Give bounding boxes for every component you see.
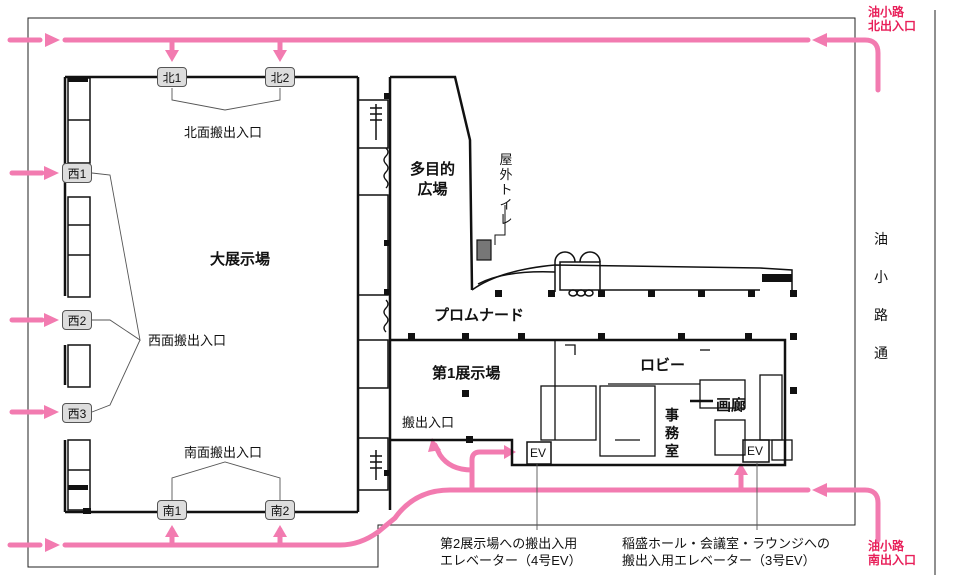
zigzag-upper bbox=[383, 147, 389, 189]
ev-boxes bbox=[526, 439, 770, 465]
gallery-label: 画廊 bbox=[716, 397, 747, 414]
gate-north-1: 北1 bbox=[157, 67, 187, 87]
lobby-label: ロビー bbox=[640, 357, 686, 374]
promenade-structure bbox=[471, 251, 793, 297]
lobby-interior bbox=[540, 340, 793, 461]
south-entrance-label: 南面搬出入口 bbox=[184, 445, 263, 460]
wall-blocks bbox=[68, 77, 797, 514]
ev3-label: EV bbox=[747, 444, 764, 458]
outdoor-toilet-label: 屋外トイレ bbox=[499, 152, 513, 227]
route-arrowheads bbox=[44, 33, 827, 552]
gate-north-2: 北2 bbox=[265, 67, 295, 87]
ev4-label: EV bbox=[530, 446, 547, 460]
main-hall-label: 大展示場 bbox=[210, 251, 271, 268]
north-exit-label: 油小路 北出入口 bbox=[868, 5, 917, 33]
gate-south-1: 南1 bbox=[157, 500, 187, 520]
hall1-label: 第1展示場 bbox=[432, 365, 501, 382]
toilet-leader bbox=[494, 205, 506, 245]
zigzag-lower bbox=[383, 299, 389, 333]
north-entrance-label: 北面搬出入口 bbox=[184, 125, 263, 140]
gate-west-2: 西2 bbox=[62, 310, 92, 330]
ev4-note: 第2展示場への搬出入用 エレベーター（4号EV） bbox=[440, 536, 582, 568]
gate-south-2: 南2 bbox=[265, 500, 295, 520]
gate-west-3: 西3 bbox=[62, 403, 92, 423]
leader-lines bbox=[91, 88, 758, 530]
access-routes bbox=[7, 37, 881, 548]
left-rooms bbox=[67, 77, 91, 511]
loading-entrance-label: 搬出入口 bbox=[402, 415, 455, 430]
service-cores bbox=[357, 99, 389, 491]
office-label: 事務室 bbox=[665, 407, 679, 459]
gate-west-1: 西1 bbox=[62, 163, 92, 183]
ev3-note: 稲盛ホール・会議室・ラウンジへの 搬出入用エレベーター（3号EV） bbox=[622, 536, 831, 568]
multi-plaza-label: 多目的 広場 bbox=[410, 161, 456, 198]
street-label: 油小路通 bbox=[874, 231, 888, 361]
toilet-box bbox=[476, 239, 492, 261]
promenade-label: プロムナード bbox=[434, 307, 525, 324]
west-entrance-label: 西面搬出入口 bbox=[148, 333, 227, 348]
site-boundary bbox=[27, 17, 856, 568]
south-exit-label: 油小路 南出入口 bbox=[868, 539, 917, 567]
